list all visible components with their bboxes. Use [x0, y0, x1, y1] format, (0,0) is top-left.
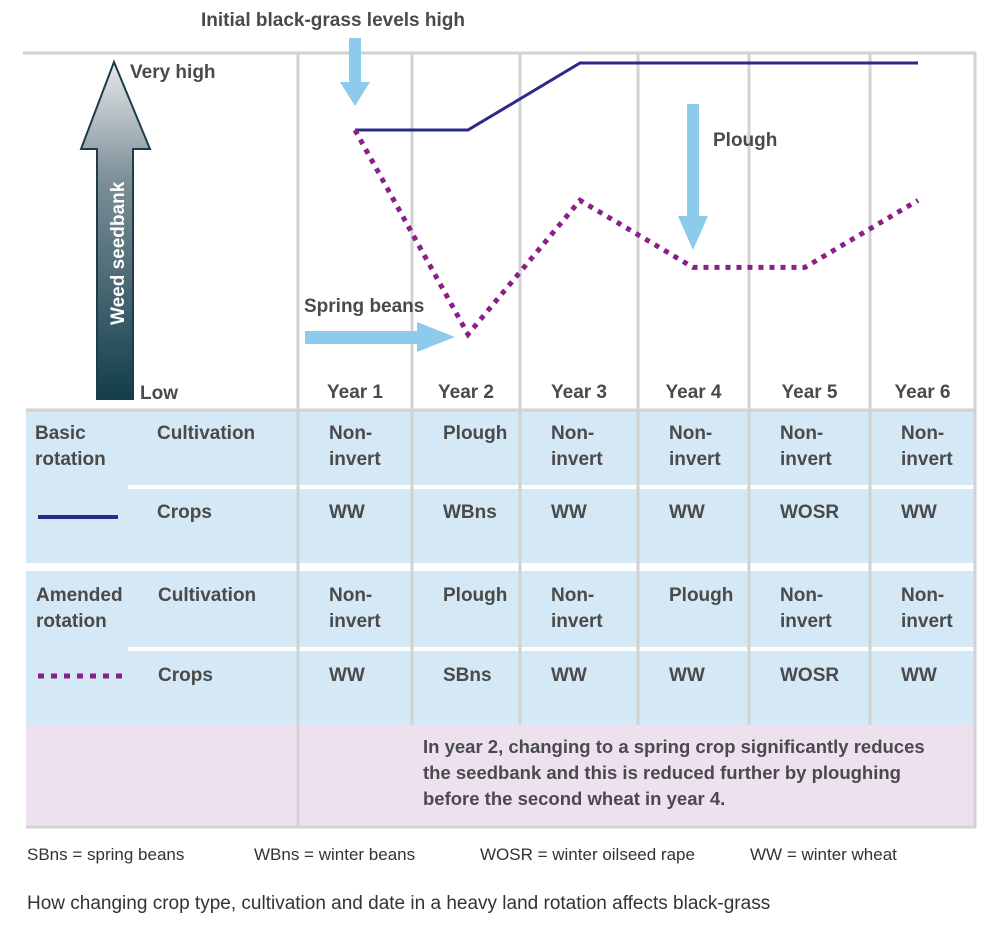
axis-high-label: Very high — [130, 62, 216, 83]
amended-cultivation-cell: Non- invert — [551, 585, 603, 632]
spring-beans-right-arrow-icon — [305, 322, 455, 352]
amended-cultivation-cell: Plough — [669, 585, 734, 606]
amended-crops-label: Crops — [158, 665, 213, 686]
basic-cultivation-cell: Non- invert — [901, 423, 953, 470]
note-text: In year 2, changing to a spring crop sig… — [423, 736, 925, 809]
amended-cultivation-cell: Non- invert — [329, 585, 381, 632]
amended-crops-cell: SBns — [443, 665, 492, 686]
year-header: Year 1 — [327, 382, 383, 403]
amended-cultivation-label: Cultivation — [158, 585, 257, 606]
basic-crops-cell: WW — [901, 502, 937, 523]
initial-annotation: Initial black-grass levels high — [201, 10, 465, 31]
amended-crops-cell: WW — [901, 665, 937, 686]
key-wosr: WOSR = winter oilseed rape — [480, 845, 695, 864]
year-header: Year 3 — [551, 382, 607, 403]
basic-cultivation-cell: Non- invert — [669, 423, 721, 470]
basic-crops-cell: WW — [669, 502, 705, 523]
basic-crops-cell: WOSR — [780, 502, 840, 523]
basic-cultivation-cell: Non- invert — [329, 423, 381, 470]
basic-crops-cell: WW — [551, 502, 587, 523]
key-sbns: SBns = spring beans — [27, 845, 185, 864]
basic-cultivation-cell: Plough — [443, 423, 508, 444]
plough-down-arrow-icon — [678, 104, 708, 250]
figure-caption: How changing crop type, cultivation and … — [27, 893, 771, 914]
basic-rotation-label: Basic rotation — [35, 423, 106, 470]
key-wbns: WBns = winter beans — [254, 845, 416, 864]
year-header: Year 6 — [894, 382, 951, 403]
axis-low-label: Low — [140, 383, 178, 404]
amended-rotation-line — [352, 128, 920, 339]
basic-cultivation-label: Cultivation — [157, 423, 256, 444]
basic-crops-cell: WBns — [443, 502, 497, 523]
year-header: Year 4 — [665, 382, 722, 403]
year-header: Year 2 — [438, 382, 494, 403]
basic-rotation-line — [355, 61, 918, 132]
weed-seedbank-arrow-icon — [79, 59, 152, 400]
amended-crops-cell: WW — [669, 665, 705, 686]
year-header: Year 5 — [781, 382, 838, 403]
key-ww: WW = winter wheat — [750, 845, 897, 864]
basic-cultivation-cell: Non- invert — [551, 423, 603, 470]
amended-cultivation-cell: Non- invert — [780, 585, 832, 632]
plough-annotation: Plough — [713, 130, 778, 151]
amended-cultivation-cell: Plough — [443, 585, 508, 606]
note-block — [26, 725, 975, 826]
row-divider — [128, 647, 975, 651]
row-divider — [128, 485, 975, 489]
weed-seedbank-label: Weed seedbank — [108, 181, 129, 325]
basic-crops-label: Crops — [157, 502, 212, 523]
amended-crops-cell: WW — [551, 665, 587, 686]
basic-crops-cell: WW — [329, 502, 365, 523]
amended-rotation-label: Amended rotation — [36, 585, 123, 632]
basic-cultivation-cell: Non- invert — [780, 423, 832, 470]
amended-crops-cell: WOSR — [780, 665, 840, 686]
amended-cultivation-cell: Non- invert — [901, 585, 953, 632]
initial-down-arrow-icon — [340, 38, 370, 106]
spring-beans-annotation: Spring beans — [304, 296, 425, 317]
amended-crops-cell: WW — [329, 665, 365, 686]
